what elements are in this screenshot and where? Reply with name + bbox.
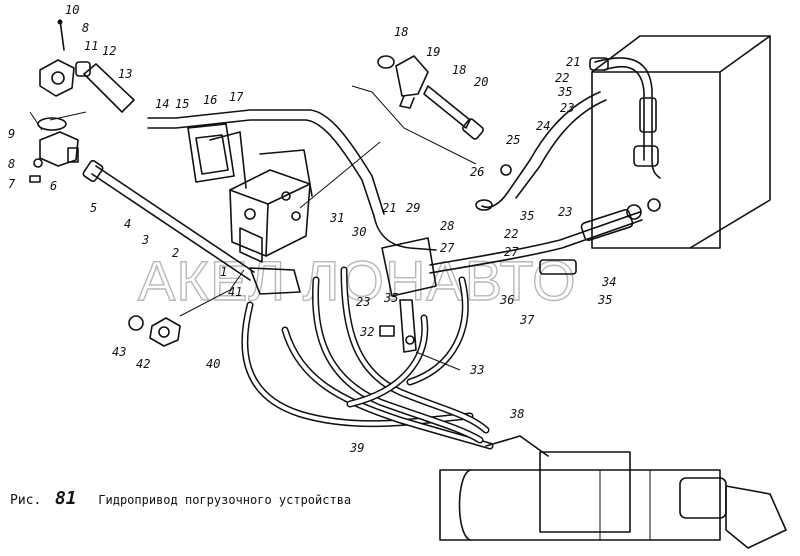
caption-number: 81: [54, 488, 77, 509]
label-39: 39: [349, 441, 364, 455]
hydraulic-cylinder: [439, 435, 787, 549]
label-35b: 35: [557, 85, 572, 99]
return-pipe: [475, 91, 607, 211]
label-8: 8: [82, 21, 89, 35]
figure-caption: Рис. 81 Гидропривод погрузочного устройс…: [10, 488, 351, 509]
label-2: 2: [172, 246, 179, 260]
label-25: 25: [506, 133, 520, 147]
fitting-42: [128, 315, 181, 347]
label-38: 38: [509, 407, 524, 421]
caption-title: Гидропривод погрузочного устройства: [98, 493, 352, 507]
tank-pipe: [589, 57, 661, 179]
label-1: 1: [220, 265, 227, 279]
label-3: 3: [141, 233, 149, 247]
label-18: 18: [394, 25, 408, 39]
frame-pipe: [147, 109, 437, 251]
label-4: 4: [124, 217, 131, 231]
label-23: 23: [356, 295, 370, 309]
label-22b: 22: [504, 227, 518, 241]
leader-lines: [29, 111, 461, 371]
label-27: 27: [440, 241, 455, 255]
label-12: 12: [102, 44, 116, 58]
detail-18-20: [351, 55, 484, 165]
label-8b: 8: [8, 157, 15, 171]
label-23b: 23: [560, 101, 574, 115]
label-31: 31: [329, 211, 344, 225]
label-27b: 27: [504, 245, 519, 259]
label-5: 5: [90, 201, 97, 215]
oil-tank: [591, 35, 771, 249]
part-labels: 10 8 11 12 13 9 8 7 6 5 14 15 16 17 18 1…: [8, 3, 616, 455]
label-7: 7: [8, 177, 16, 191]
label-16: 16: [203, 93, 217, 107]
label-32: 32: [359, 325, 374, 339]
label-13: 13: [118, 67, 132, 81]
watermark: АКЕЛ ЛОНАВТО: [138, 249, 577, 312]
label-28: 28: [440, 219, 454, 233]
label-35c: 35: [519, 209, 534, 223]
caption-prefix: Рис.: [10, 493, 42, 508]
cover-plate: [187, 123, 247, 189]
label-19: 19: [426, 45, 440, 59]
hoses: [241, 266, 494, 450]
pressure-pipe: [429, 204, 643, 275]
label-22: 22: [555, 71, 569, 85]
label-11: 11: [84, 39, 98, 53]
label-26: 26: [470, 165, 484, 179]
label-21: 21: [382, 201, 396, 215]
label-17: 17: [229, 90, 244, 104]
label-30: 30: [351, 225, 366, 239]
label-43: 43: [112, 345, 126, 359]
label-42: 42: [136, 357, 150, 371]
label-29: 29: [406, 201, 420, 215]
label-34: 34: [601, 275, 616, 289]
pipe-5: [82, 159, 255, 281]
label-35: 35: [383, 291, 398, 305]
label-20: 20: [474, 75, 488, 89]
label-23c: 23: [558, 205, 572, 219]
label-24: 24: [536, 119, 550, 133]
label-36: 36: [499, 293, 514, 307]
label-18b: 18: [452, 63, 466, 77]
label-14: 14: [155, 97, 169, 111]
label-37: 37: [519, 313, 535, 327]
label-15: 15: [175, 97, 189, 111]
label-33: 33: [469, 363, 484, 377]
label-41: 41: [228, 285, 242, 299]
label-10: 10: [65, 3, 79, 17]
label-9: 9: [8, 127, 15, 141]
label-6: 6: [50, 179, 57, 193]
label-35d: 35: [597, 293, 612, 307]
label-21b: 21: [566, 55, 580, 69]
bracket: [379, 237, 437, 353]
upper-fittings: [29, 19, 135, 183]
label-40: 40: [206, 357, 220, 371]
valve-block: [229, 149, 313, 295]
